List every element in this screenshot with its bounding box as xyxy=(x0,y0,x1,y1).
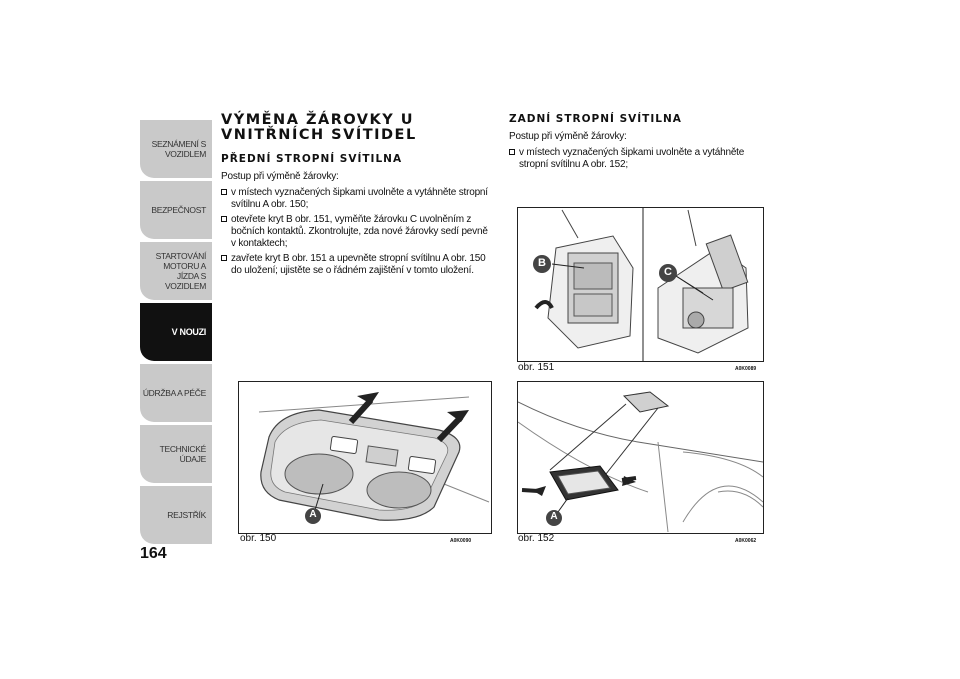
label-c: C xyxy=(664,266,672,278)
left-column: VÝMĚNA ŽÁROVKY U VNITŘNÍCH SVÍTIDEL PŘED… xyxy=(221,113,491,280)
rear-steps: v místech vyznačených šipkami uvolněte a… xyxy=(509,147,769,171)
tab-v-nouzi[interactable]: V NOUZI xyxy=(140,303,212,361)
figure-152-illustration: A xyxy=(517,381,764,534)
rear-ceiling-light-drawing xyxy=(518,391,763,533)
tab-udrzba[interactable]: ÚDRŽBA A PÉČE xyxy=(140,364,212,422)
rear-light-subtitle: ZADNÍ STROPNÍ SVÍTILNA xyxy=(509,113,682,125)
page-number: 164 xyxy=(140,545,167,562)
figure-150-illustration: A xyxy=(238,381,492,534)
tab-label: SEZNÁMENÍ S VOZIDLEM xyxy=(151,139,207,159)
front-ceiling-light-drawing xyxy=(258,392,490,524)
right-column: ZADNÍ STROPNÍ SVÍTILNA Postup při výměně… xyxy=(509,113,769,174)
tab-label: REJSTŘÍK xyxy=(167,510,206,520)
figure-150-code: A0K0090 xyxy=(450,538,472,544)
step-item: zavřete kryt B obr. 151 a upevněte strop… xyxy=(221,253,491,277)
title-line-2: VNITŘNÍCH SVÍTIDEL xyxy=(221,127,417,143)
tab-label: ÚDRŽBA A PÉČE xyxy=(142,388,206,398)
figure-152-code: A0K0062 xyxy=(735,538,757,544)
tab-technicke-udaje[interactable]: TECHNICKÉ ÚDAJE xyxy=(140,425,212,483)
section-title: VÝMĚNA ŽÁROVKY U VNITŘNÍCH SVÍTIDEL xyxy=(221,113,491,143)
front-light-subtitle: PŘEDNÍ STROPNÍ SVÍTILNA xyxy=(221,153,403,165)
figure-151-code: A0K0089 xyxy=(735,366,757,372)
figure-151-illustration: B C xyxy=(517,207,764,362)
front-intro: Postup při výměně žárovky: xyxy=(221,171,339,182)
tab-label: V NOUZI xyxy=(171,327,207,337)
tab-seznameni[interactable]: SEZNÁMENÍ S VOZIDLEM xyxy=(140,120,212,178)
tab-rejstrik[interactable]: REJSTŘÍK xyxy=(140,486,212,544)
label-a: A xyxy=(309,509,317,520)
rear-intro: Postup při výměně žárovky: xyxy=(509,131,627,142)
step-item: otevřete kryt B obr. 151, vyměňte žárovk… xyxy=(221,214,491,250)
figure-150-caption: obr. 150 xyxy=(240,533,277,544)
tab-bezpecnost[interactable]: BEZPEČNOST xyxy=(140,181,212,239)
label-b: B xyxy=(538,257,546,269)
step-item: v místech vyznačených šipkami uvolněte a… xyxy=(509,147,769,171)
step-item: v místech vyznačených šipkami uvolněte a… xyxy=(221,187,491,211)
title-line-1: VÝMĚNA ŽÁROVKY U xyxy=(221,112,415,128)
figure-152-caption: obr. 152 xyxy=(518,533,555,544)
figure-151-caption: obr. 151 xyxy=(518,362,555,373)
label-a: A xyxy=(550,511,558,522)
tab-label: TECHNICKÉ ÚDAJE xyxy=(159,444,207,464)
tab-label: STARTOVÁNÍ MOTORU A JÍZDA S VOZIDLEM xyxy=(155,251,207,291)
lamp-cover-drawing xyxy=(533,208,749,361)
tab-startovani[interactable]: STARTOVÁNÍ MOTORU A JÍZDA S VOZIDLEM xyxy=(140,242,212,300)
front-steps: v místech vyznačených šipkami uvolněte a… xyxy=(221,187,491,277)
tab-label: BEZPEČNOST xyxy=(151,205,206,215)
